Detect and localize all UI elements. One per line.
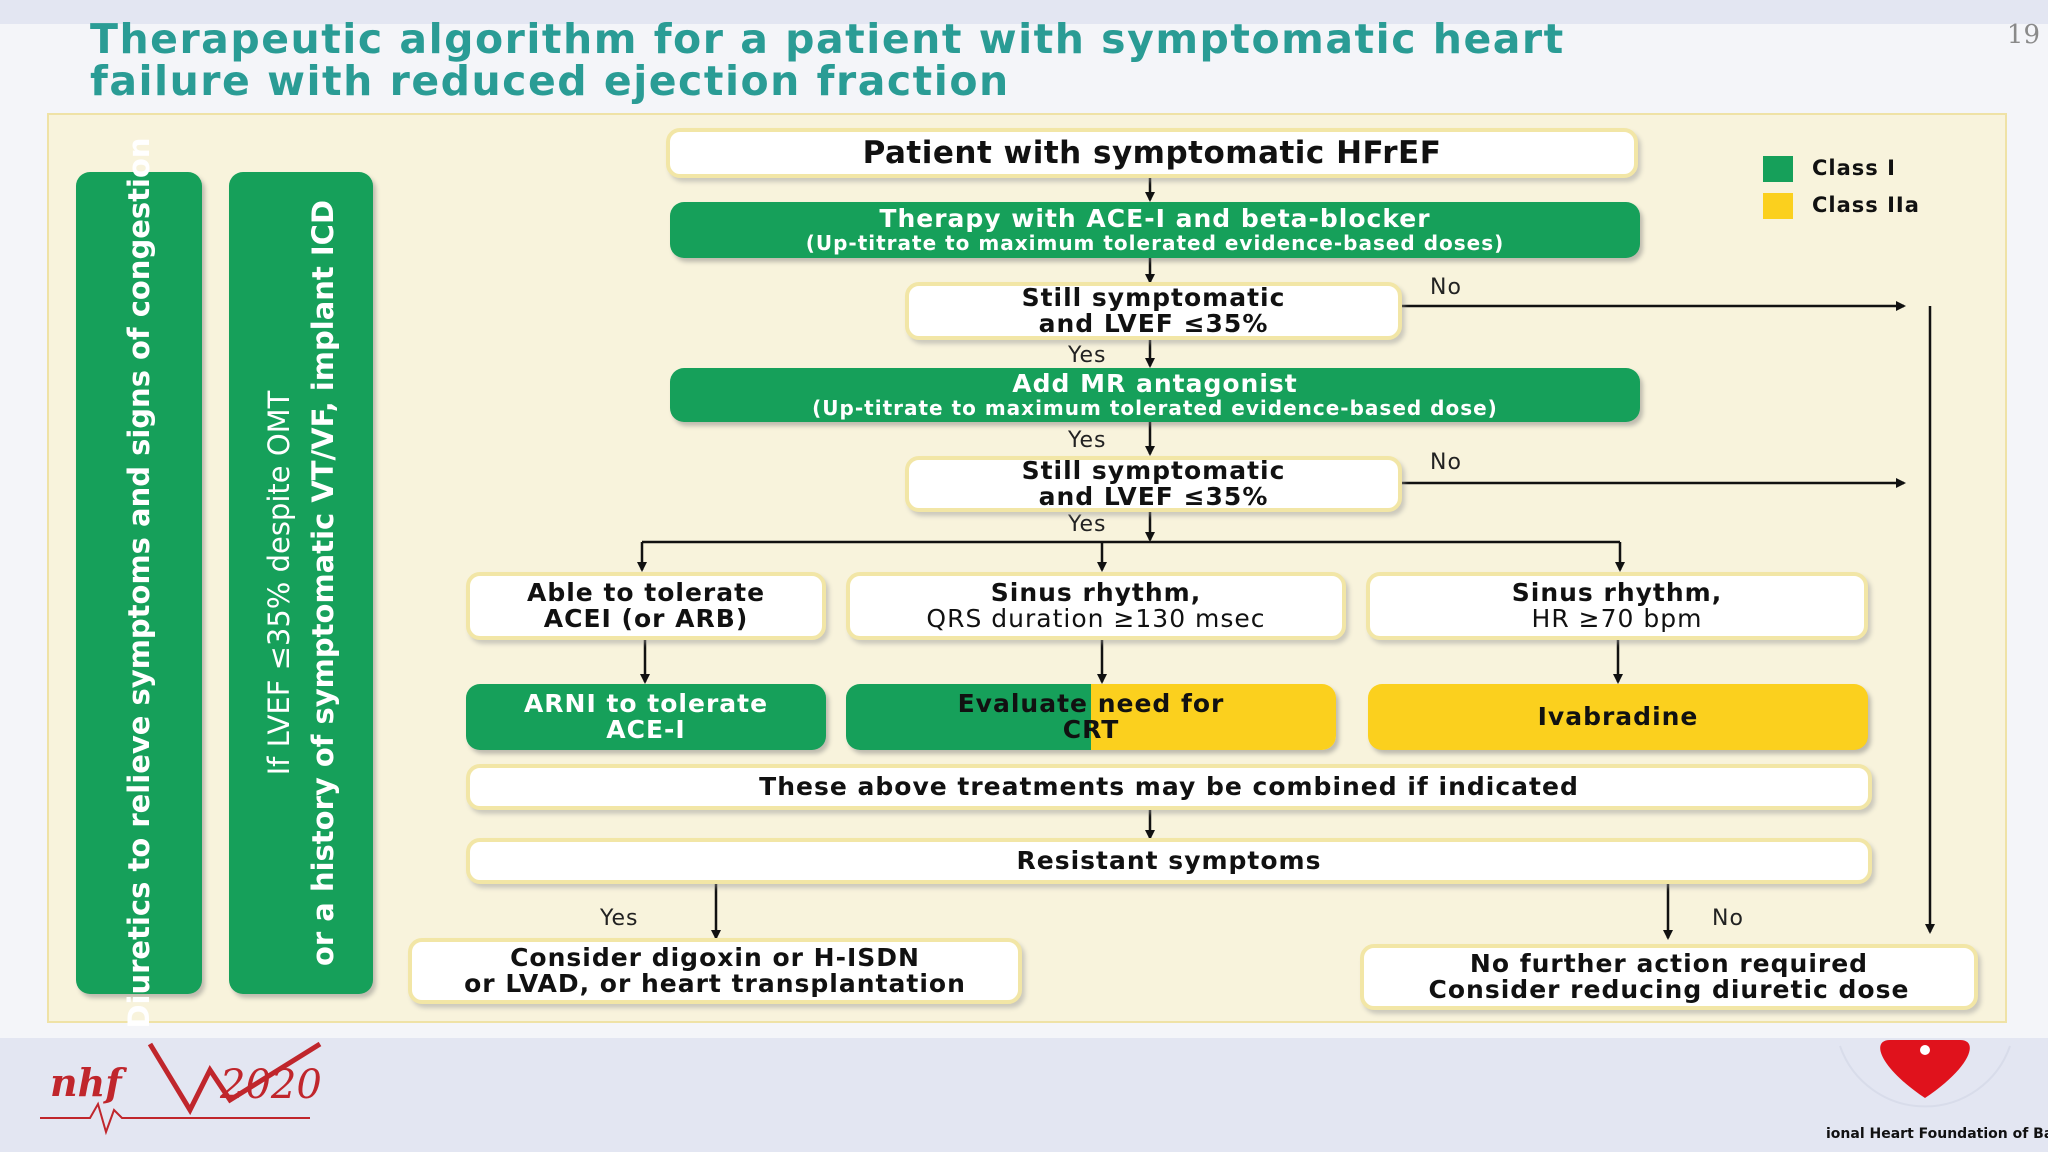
nhf-logo-graphic	[40, 1041, 322, 1136]
diuretics-sidebar: Diuretics to relieve symptoms and signs …	[76, 137, 202, 1029]
sinus-hr-box: Sinus rhythm, HR ≥70 bpm	[1366, 572, 1868, 640]
legend-class-iia-swatch	[1763, 193, 1793, 219]
legend-class-i-swatch	[1763, 156, 1793, 182]
nhf-2020-logo: nhf 2020	[40, 1040, 330, 1140]
crt-box: Evaluate need for CRT	[846, 684, 1336, 750]
slide-title: Therapeutic algorithm for a patient with…	[90, 18, 1910, 102]
digoxin-line-1: Consider digoxin or H-ISDN	[510, 943, 920, 972]
ace-beta-blocker-box: Therapy with ACE-I and beta-blocker (Up-…	[670, 202, 1640, 258]
yes-label-3: Yes	[1068, 512, 1107, 537]
arni-line-2: ACE-I	[606, 715, 686, 744]
nhf-logo-year: 2020	[220, 1062, 322, 1108]
ivabradine-text: Ivabradine	[1537, 702, 1699, 731]
sinus-hr-line-2: HR ≥70 bpm	[1531, 604, 1703, 633]
mr-antagonist-line-1: Add MR antagonist	[1012, 369, 1298, 398]
national-heart-foundation-logo: ional Heart Foundation of Banglad	[1820, 1038, 2048, 1152]
combined-treatments-box: These above treatments may be combined i…	[466, 764, 1872, 810]
digoxin-box: Consider digoxin or H-ISDN or LVAD, or h…	[408, 938, 1022, 1004]
crt-line-2: CRT	[1062, 715, 1120, 744]
heart-logo-text: ional Heart Foundation of Banglad	[1826, 1126, 2048, 1142]
start-text: Patient with symptomatic HFrEF	[862, 135, 1442, 171]
no-further-action-box: No further action required Consider redu…	[1360, 944, 1978, 1010]
no-label-1: No	[1430, 275, 1462, 300]
sinus-qrs-line-1: Sinus rhythm,	[990, 578, 1202, 607]
still-symptomatic-2-line-2: and LVEF ≤35%	[1038, 482, 1269, 511]
start-box: Patient with symptomatic HFrEF	[666, 128, 1638, 178]
sinus-hr-line-1: Sinus rhythm,	[1511, 578, 1723, 607]
resistant-symptoms-text: Resistant symptoms	[1016, 846, 1322, 875]
sinus-qrs-box: Sinus rhythm, QRS duration ≥130 msec	[846, 572, 1346, 640]
ace-beta-blocker-line-2: (Up-titrate to maximum tolerated evidenc…	[805, 231, 1505, 255]
title-line-2: failure with reduced ejection fraction	[90, 57, 1010, 105]
arni-line-1: ARNI to tolerate	[523, 689, 769, 718]
legend-class-iia-label: Class IIa	[1812, 193, 1920, 217]
no-further-action-line-2: Consider reducing diuretic dose	[1428, 975, 1910, 1004]
still-symptomatic-box-2: Still symptomatic and LVEF ≤35%	[905, 456, 1402, 512]
no-label-2: No	[1430, 450, 1462, 475]
nhf-logo-text: nhf	[50, 1060, 122, 1105]
yes-label-1: Yes	[1068, 343, 1107, 368]
resistant-symptoms-box: Resistant symptoms	[466, 838, 1872, 884]
still-symptomatic-2-line-1: Still symptomatic	[1021, 456, 1286, 485]
tolerate-acei-line-2: ACEI (or ARB)	[543, 604, 749, 633]
still-symptomatic-1-line-2: and LVEF ≤35%	[1038, 309, 1269, 338]
title-line-1: Therapeutic algorithm for a patient with…	[90, 15, 1565, 63]
still-symptomatic-1-line-1: Still symptomatic	[1021, 283, 1286, 312]
page-number: 19	[2006, 20, 2040, 50]
ace-beta-blocker-line-1: Therapy with ACE-I and beta-blocker	[879, 204, 1431, 233]
footer-band	[0, 1038, 2048, 1152]
mr-antagonist-box: Add MR antagonist (Up-titrate to maximum…	[670, 368, 1640, 422]
yes-label-2: Yes	[1068, 428, 1107, 453]
combined-treatments-text: These above treatments may be combined i…	[759, 772, 1579, 801]
yes-label-4: Yes	[600, 906, 639, 931]
tolerate-acei-box: Able to tolerate ACEI (or ARB)	[466, 572, 826, 640]
sinus-qrs-line-2: QRS duration ≥130 msec	[926, 604, 1266, 633]
mr-antagonist-line-2: (Up-titrate to maximum tolerated evidenc…	[812, 396, 1498, 420]
icd-sidebar: If LVEF ≤35% despite OMT or a history of…	[229, 172, 373, 994]
crt-line-1: Evaluate need for	[957, 689, 1225, 718]
no-label-3: No	[1712, 906, 1744, 931]
arni-box: ARNI to tolerate ACE-I	[466, 684, 826, 750]
digoxin-line-2: or LVAD, or heart transplantation	[464, 969, 966, 998]
top-band	[0, 0, 2048, 24]
tolerate-acei-line-1: Able to tolerate	[526, 578, 766, 607]
heart-logo-graphic	[1839, 1040, 2011, 1108]
legend-class-i-label: Class I	[1812, 156, 1896, 180]
still-symptomatic-box-1: Still symptomatic and LVEF ≤35%	[905, 282, 1402, 340]
ivabradine-box: Ivabradine	[1368, 684, 1868, 750]
no-further-action-line-1: No further action required	[1469, 949, 1869, 978]
